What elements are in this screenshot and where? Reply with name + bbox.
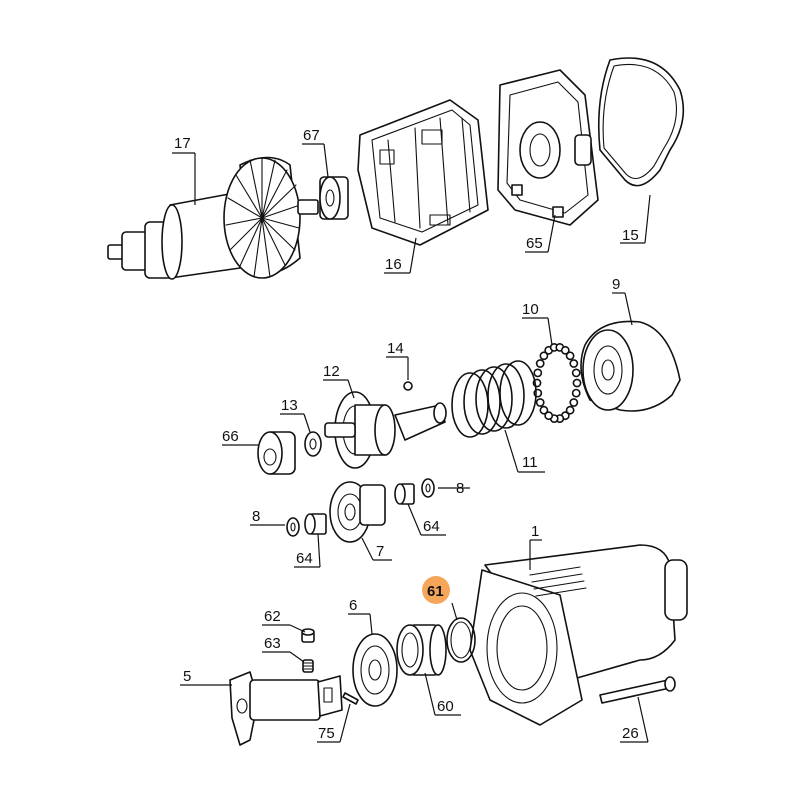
sleeve-60: [396, 624, 447, 676]
ball-bearing-ball: [539, 351, 549, 361]
ball-bearing-ball: [571, 368, 581, 378]
gear-7: [329, 481, 386, 543]
screw-62: [301, 628, 315, 643]
label-11: 11: [522, 454, 538, 471]
label-9: 9: [612, 276, 620, 293]
label-61: 61: [427, 583, 444, 600]
ball-bearing-ball: [565, 351, 575, 361]
bearing-67: [319, 176, 349, 220]
leader-lines: [172, 143, 651, 743]
sleeve-64-lower: [304, 513, 327, 535]
ball-bearing-ball: [533, 368, 543, 378]
ball-bearing-ball: [535, 398, 545, 407]
pin-75: [342, 692, 359, 705]
ball-bearing-ball: [569, 359, 579, 368]
label-14: 14: [387, 340, 404, 357]
label-64-upper: 64: [423, 518, 440, 535]
anvil-5: [229, 671, 343, 746]
ball-14: [403, 381, 413, 391]
housing-9: [580, 320, 681, 412]
label-16: 16: [385, 256, 402, 273]
label-6: 6: [349, 597, 357, 614]
ball-bearing-ball: [569, 398, 579, 407]
label-5: 5: [183, 668, 191, 685]
spring-11: [451, 360, 537, 438]
spindle-12: [324, 391, 447, 469]
label-7: 7: [376, 543, 384, 560]
o-ring-61: [446, 617, 476, 663]
motor-housing-1: [469, 544, 688, 726]
label-64-lower: 64: [296, 550, 313, 567]
washer-13: [304, 431, 322, 457]
ball-bearing-ball: [560, 345, 570, 355]
ball-bearing-ball: [539, 405, 549, 415]
pin-26: [599, 676, 676, 704]
label-10: 10: [522, 301, 539, 318]
label-60: 60: [437, 698, 454, 715]
highlight-61: [422, 576, 450, 604]
gasket-15: [598, 57, 685, 187]
ball-bearing-ball: [571, 388, 581, 398]
sleeve-64-upper: [394, 483, 415, 505]
label-15: 15: [622, 227, 639, 244]
label-65: 65: [526, 235, 543, 252]
label-12: 12: [323, 363, 340, 380]
label-67: 67: [303, 127, 320, 144]
part-labels: 17 67 16 65 15 9 10 14 12 13 66 11 8 8 6…: [174, 127, 639, 742]
collar-6: [352, 633, 398, 707]
label-13: 13: [281, 397, 298, 414]
label-17: 17: [174, 135, 191, 152]
label-26: 26: [622, 725, 639, 742]
label-8-upper: 8: [456, 480, 464, 497]
label-63: 63: [264, 635, 281, 652]
ball-bearing-ball: [544, 411, 554, 421]
label-62: 62: [264, 608, 281, 625]
bushing-66: [257, 431, 296, 475]
label-75: 75: [318, 725, 335, 742]
baffle-16: [357, 99, 489, 246]
spring-63: [302, 659, 314, 673]
end-shield-65: [497, 69, 599, 226]
armature-part: [107, 156, 319, 280]
label-8-lower: 8: [252, 508, 260, 525]
label-66: 66: [222, 428, 239, 445]
washer-8-upper: [421, 478, 435, 498]
label-1: 1: [531, 523, 539, 540]
ball-bearing-ball: [565, 405, 575, 415]
ball-bearing-ball: [535, 359, 545, 368]
washer-8-lower: [286, 517, 300, 537]
ball-ring-10: [532, 342, 582, 423]
ball-bearing-ball: [572, 378, 582, 388]
